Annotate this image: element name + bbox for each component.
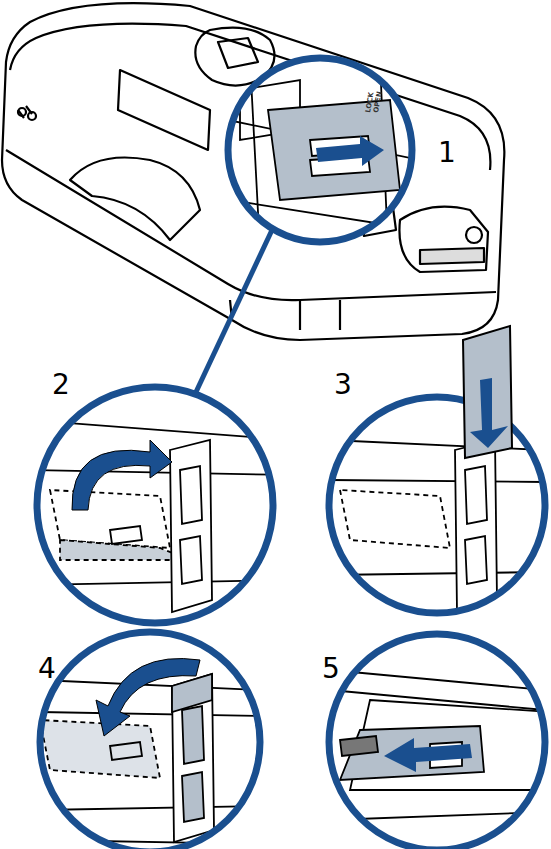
callout-number: 2 (52, 368, 70, 401)
callout-number: 1 (438, 136, 456, 169)
callout-number: 5 (322, 652, 340, 685)
callout-number: 4 (38, 652, 56, 685)
sim-card (463, 326, 512, 458)
detail-circle (30, 387, 290, 630)
detail-circle (228, 58, 420, 250)
detail-circle (40, 632, 260, 849)
arrow (470, 378, 508, 448)
leader-line (196, 230, 272, 392)
detail-circle (329, 634, 550, 849)
phone-body (2, 3, 504, 340)
callout-number: 3 (334, 368, 352, 401)
